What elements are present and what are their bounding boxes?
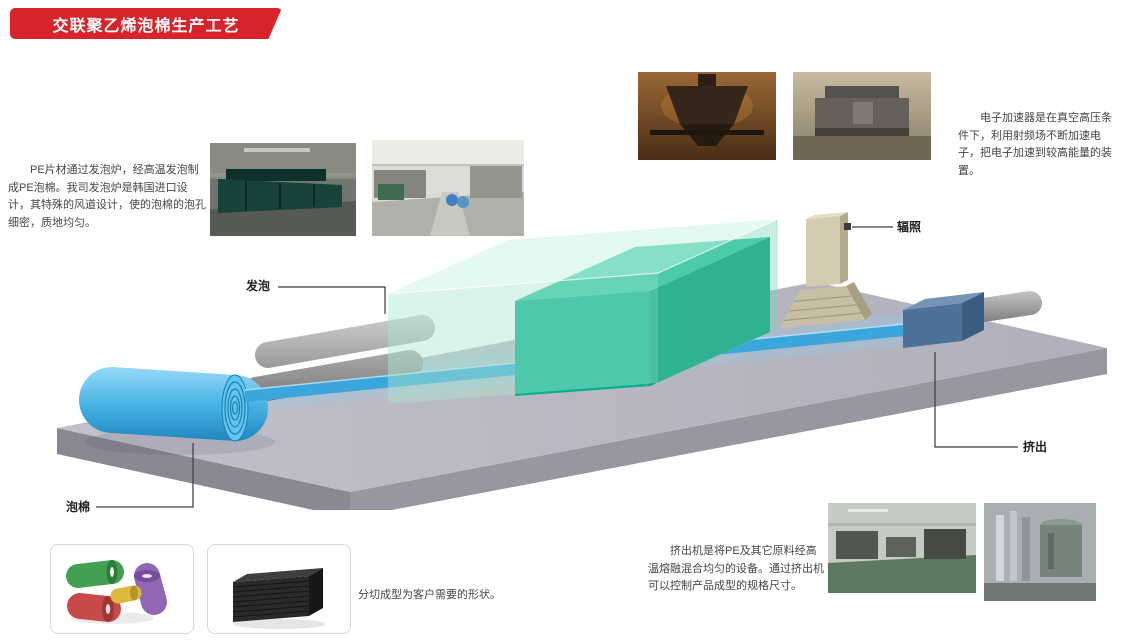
extruder-photo-2 [984, 503, 1096, 601]
irradiation-marker-square [844, 223, 851, 230]
foam-rolls-thumbnail [50, 544, 194, 634]
factory-photo-mixer [638, 72, 776, 160]
foaming-connector-line [278, 286, 386, 314]
extruder-box [903, 292, 984, 348]
foam-sheets-thumbnail [207, 544, 351, 634]
colored-foam-rolls [66, 560, 167, 624]
foaming-line-photo-1 [210, 143, 356, 236]
extruder-description: 挤出机是将PE及其它原料经高温熔融混合均匀的设备。通过挤出机可以控制产品成型的规… [648, 545, 824, 593]
foam-connector-line [96, 443, 194, 508]
cutting-caption: 分切成型为客户需要的形状。 [358, 589, 501, 601]
label-foam: 泡棉 [66, 500, 91, 514]
factory-photo-pipes [984, 503, 1096, 601]
foaming-description: PE片材通过发泡炉，经高温发泡制成PE泡棉。我司发泡炉是韩国进口设计，其特殊的风… [8, 164, 206, 229]
page-title: 交联聚乙烯泡棉生产工艺 [52, 17, 240, 35]
factory-photo-dark [210, 143, 356, 236]
label-irradiation: 辐照 [897, 220, 922, 234]
guide-rollers [243, 315, 435, 403]
label-extrusion: 挤出 [1023, 440, 1048, 454]
foaming-oven-glass [387, 218, 779, 404]
process-illustration [30, 200, 1120, 518]
extrusion-connector-line [934, 352, 1018, 448]
title-badge: 交联聚乙烯泡棉生产工艺 [10, 8, 282, 39]
black-foam-sheet-stack [232, 568, 325, 629]
factory-photo-bright [372, 140, 524, 236]
electron-accelerator [780, 212, 872, 328]
accelerator-photo-1 [638, 72, 776, 160]
accelerator-photo-2 [793, 72, 931, 160]
foam-roll [79, 367, 268, 442]
accelerator-description: 电子加速器是在真空高压条件下，利用射频场不断加速电子，把电子加速到较高能量的装置… [958, 112, 1112, 177]
factory-photo-green-floor [828, 503, 976, 593]
foaming-line-photo-2 [372, 140, 524, 236]
factory-photo-machine [793, 72, 931, 160]
label-foaming: 发泡 [246, 279, 271, 293]
extruder-photo-1 [828, 503, 976, 593]
